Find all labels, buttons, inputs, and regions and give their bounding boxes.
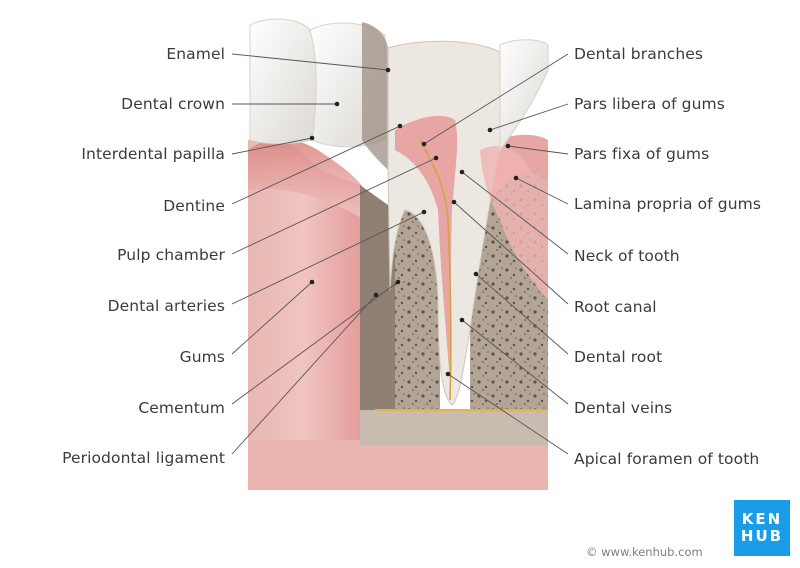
logo-line-2: HUB [740, 527, 784, 545]
dot-pars-fixa [505, 143, 511, 149]
leader-root-canal [453, 201, 569, 305]
leader-pulp-chamber [231, 157, 437, 255]
dot-pars-libera [487, 127, 493, 133]
leader-interdental-papilla [231, 137, 313, 155]
gum-base-shape [248, 440, 548, 490]
label-enamel: Enamel [166, 45, 225, 63]
dot-dental-arteries [421, 209, 427, 215]
leader-dentine [231, 125, 401, 205]
anchor-dots [309, 67, 519, 377]
neighbour-tooth-right-shape [499, 39, 549, 152]
kenhub-logo: KEN HUB [734, 500, 790, 556]
label-dentine: Dentine [163, 197, 225, 215]
label-dental-veins: Dental veins [574, 399, 673, 417]
label-dental-crown: Dental crown [121, 95, 225, 113]
dental-vessel-line [419, 139, 452, 401]
dot-periodontal-ligament [373, 292, 379, 298]
dot-gums [309, 279, 315, 285]
label-interdental-papilla: Interdental papilla [81, 145, 225, 163]
dot-pulp-chamber [433, 155, 439, 161]
leader-lines [231, 53, 569, 455]
leader-periodontal-ligament [231, 294, 377, 455]
leader-dental-arteries [231, 211, 425, 305]
dot-dental-root [473, 271, 479, 277]
dot-dental-branches [421, 141, 427, 147]
leader-enamel [231, 53, 389, 71]
label-cementum: Cementum [138, 399, 225, 417]
label-dental-root: Dental root [574, 348, 663, 366]
label-gums: Gums [179, 348, 225, 366]
logo-line-1: KEN [741, 510, 783, 528]
leader-lamina-propria [515, 177, 569, 205]
enamel-cut-face-shape [362, 22, 388, 170]
gum-tissue-shape [248, 137, 360, 490]
label-apical-foramen: Apical foramen of tooth [574, 450, 760, 468]
label-pars-libera: Pars libera of gums [574, 95, 725, 113]
label-dental-arteries: Dental arteries [107, 297, 225, 315]
label-lamina-propria: Lamina propria of gums [574, 195, 761, 213]
leader-apical-foramen [447, 373, 569, 455]
periodontal-layer-shape [480, 146, 548, 300]
label-root-canal: Root canal [574, 298, 657, 316]
leader-neck-of-tooth [461, 171, 569, 255]
leader-dental-root [475, 273, 569, 355]
leader-gums [231, 281, 313, 355]
dot-root-canal [451, 199, 457, 205]
leader-pars-fixa [507, 145, 569, 155]
dot-cementum [395, 279, 401, 285]
neighbour-tooth-left-shape [249, 18, 318, 145]
dot-interdental-papilla [309, 135, 315, 141]
label-pulp-chamber: Pulp chamber [117, 246, 225, 264]
dot-dental-veins [459, 317, 465, 323]
dot-neck-of-tooth [459, 169, 465, 175]
dot-apical-foramen [445, 371, 451, 377]
leader-dental-veins [461, 319, 569, 405]
label-dental-branches: Dental branches [574, 45, 704, 63]
label-neck-of-tooth: Neck of tooth [574, 247, 680, 265]
dot-dental-crown [334, 101, 340, 107]
label-pars-fixa: Pars fixa of gums [574, 145, 710, 163]
dot-lamina-propria [513, 175, 519, 181]
bone-bottom-shape [360, 410, 548, 445]
leader-cementum [231, 281, 399, 405]
pulp-chamber-shape [395, 115, 458, 381]
gum-top-edge-shape [248, 138, 365, 220]
copyright-credit: © www.kenhub.com [586, 545, 703, 559]
alveolar-bone-shape [360, 185, 395, 445]
dot-enamel [385, 67, 391, 73]
leader-dental-branches [423, 53, 569, 145]
label-periodontal-ligament: Periodontal ligament [62, 449, 225, 467]
leader-pars-libera [489, 103, 569, 131]
dot-dentine [397, 123, 403, 129]
